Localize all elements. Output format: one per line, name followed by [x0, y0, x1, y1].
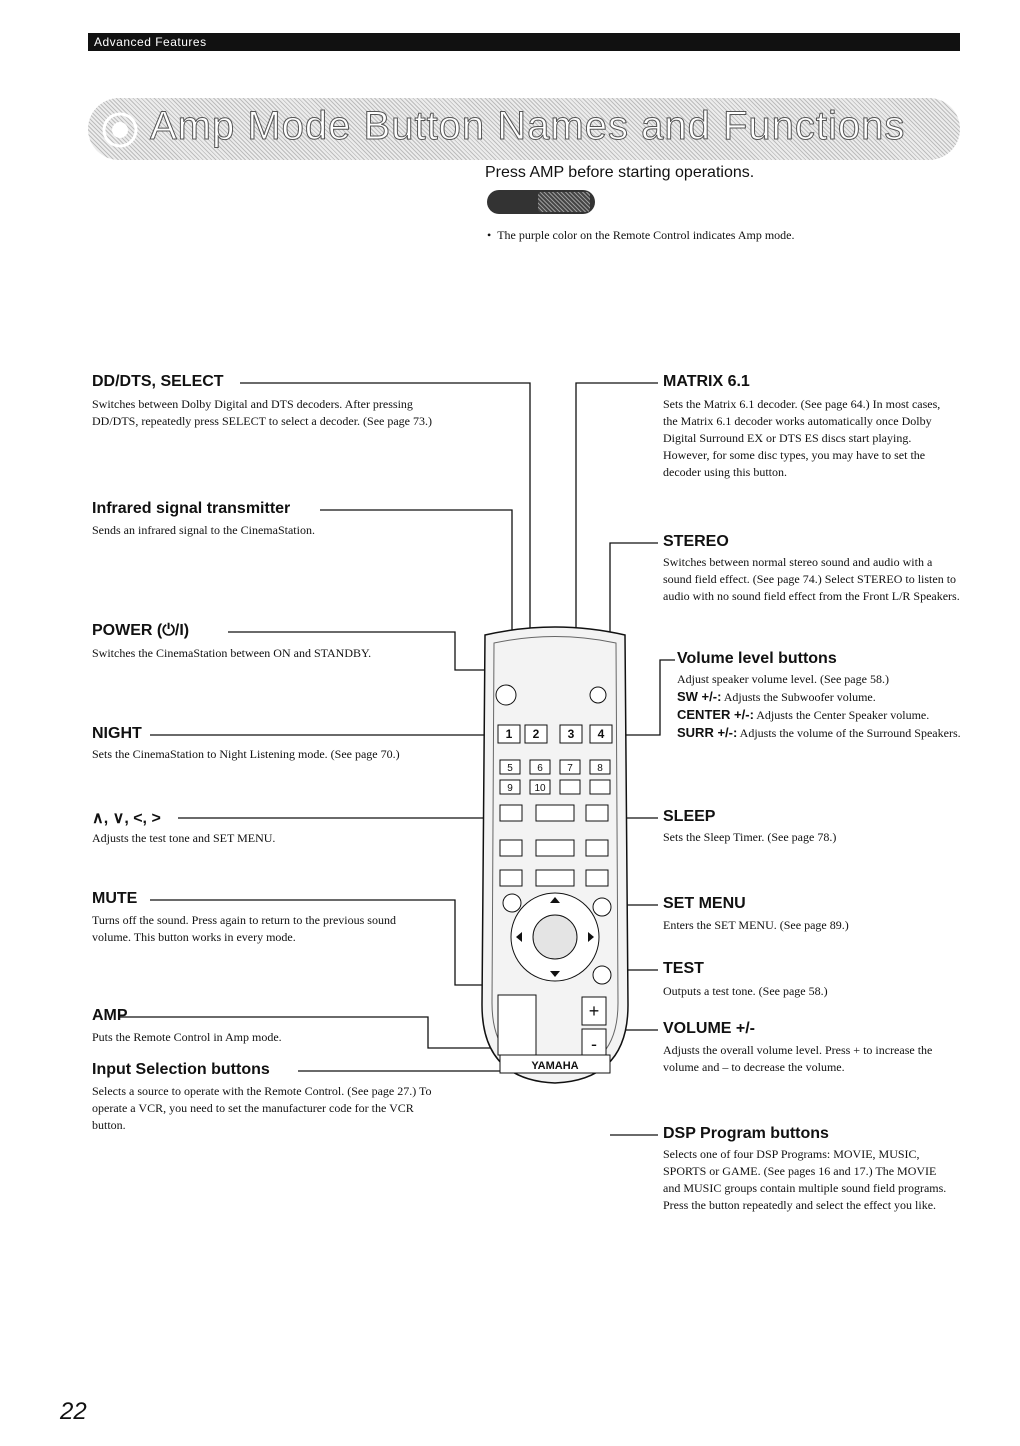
- dd-dts-select-heading: DD/DTS, SELECT: [92, 373, 224, 390]
- remote-key-10: +: [589, 1001, 600, 1021]
- volume-heading: VOLUME +/-: [663, 1020, 756, 1037]
- amp-text: Puts the Remote Control in Amp mode.: [92, 1030, 282, 1044]
- remote-key-2: 3: [568, 727, 575, 741]
- matrix-text: Sets the Matrix 6.1 decoder. (See page 6…: [663, 397, 941, 479]
- sw-line: SW +/-: Adjusts the Subwoofer volume.: [677, 688, 962, 706]
- set-menu-text: Enters the SET MENU. (See page 89.): [663, 918, 849, 932]
- center-label: CENTER +/-:: [677, 707, 754, 722]
- surr-label: SURR +/-:: [677, 725, 738, 740]
- remote-key-3: 4: [598, 727, 605, 741]
- amp-button-label-graphic: [538, 192, 590, 212]
- intro-text: Press AMP before starting operations.: [485, 164, 755, 181]
- remote-key-7: 8: [597, 763, 603, 774]
- infrared-text: Sends an infrared signal to the CinemaSt…: [92, 523, 315, 537]
- hand-icon: [102, 112, 138, 148]
- remote-key-8: 9: [507, 783, 513, 794]
- page-number: 22: [60, 1398, 87, 1425]
- remote-key-1: 2: [533, 727, 540, 741]
- dd-dts-select-text: Switches between Dolby Digital and DTS d…: [92, 397, 433, 428]
- sleep-text: Sets the Sleep Timer. (See page 78.): [663, 830, 837, 844]
- matrix-heading: MATRIX 6.1: [663, 373, 750, 390]
- surr-text: Adjusts the volume of the Surround Speak…: [739, 726, 961, 740]
- title-banner: [88, 98, 960, 160]
- surr-line: SURR +/-: Adjusts the volume of the Surr…: [677, 724, 962, 742]
- remote-key-4: 5: [507, 763, 513, 774]
- stereo-text: Switches between normal stereo sound and…: [663, 555, 960, 603]
- power-heading: POWER (⏻/I): [92, 622, 190, 639]
- night-text: Sets the CinemaStation to Night Listenin…: [92, 747, 400, 761]
- dsp-text: Selects one of four DSP Programs: MOVIE,…: [663, 1147, 947, 1212]
- volume-level-heading: Volume level buttons: [677, 650, 837, 667]
- volume-text: Adjusts the overall volume level. Press …: [663, 1043, 933, 1074]
- remote-key-11: -: [591, 1034, 597, 1054]
- test-heading: TEST: [663, 960, 704, 977]
- power-text: Switches the CinemaStation between ON an…: [92, 646, 372, 660]
- sw-text: Adjusts the Subwoofer volume.: [723, 690, 876, 704]
- volume-level-intro: Adjust speaker volume level. (See page 5…: [677, 672, 889, 686]
- set-menu-heading: SET MENU: [663, 895, 746, 912]
- remote-key-5: 6: [537, 763, 543, 774]
- center-text: Adjusts the Center Speaker volume.: [756, 708, 930, 722]
- remote-brand: YAMAHA: [531, 1060, 578, 1072]
- page-title: Amp Mode Button Names and Functions: [149, 104, 906, 149]
- mute-heading: MUTE: [92, 890, 138, 907]
- amp-note-text: The purple color on the Remote Control i…: [497, 228, 795, 242]
- test-text: Outputs a test tone. (See page 58.): [663, 984, 828, 998]
- section-label: Advanced Features: [94, 35, 207, 49]
- arrows-text: Adjusts the test tone and SET MENU.: [92, 831, 276, 845]
- sleep-heading: SLEEP: [663, 808, 716, 825]
- amp-heading: AMP: [92, 1007, 128, 1024]
- remote-key-0: 1: [506, 727, 513, 741]
- remote-control: + - 1 2 3 4 5 6 7 8 9 10 YAMAHA: [481, 626, 629, 1084]
- night-heading: NIGHT: [92, 725, 142, 742]
- section-bar: Advanced Features: [88, 33, 960, 51]
- amp-note: • The purple color on the Remote Control…: [487, 228, 795, 242]
- infrared-heading: Infrared signal transmitter: [92, 500, 291, 517]
- sw-label: SW +/-:: [677, 689, 722, 704]
- dsp-heading: DSP Program buttons: [663, 1125, 829, 1142]
- input-selection-heading: Input Selection buttons: [92, 1061, 270, 1078]
- input-selection-text: Selects a source to operate with the Rem…: [92, 1084, 432, 1132]
- stereo-heading: STEREO: [663, 533, 729, 550]
- mute-text: Turns off the sound. Press again to retu…: [92, 913, 396, 944]
- arrows-heading: ∧, ∨, <, >: [92, 810, 161, 827]
- remote-key-6: 7: [567, 763, 573, 774]
- center-line: CENTER +/-: Adjusts the Center Speaker v…: [677, 706, 962, 724]
- volume-level-text: Adjust speaker volume level. (See page 5…: [677, 671, 962, 742]
- remote-key-9: 10: [534, 783, 546, 794]
